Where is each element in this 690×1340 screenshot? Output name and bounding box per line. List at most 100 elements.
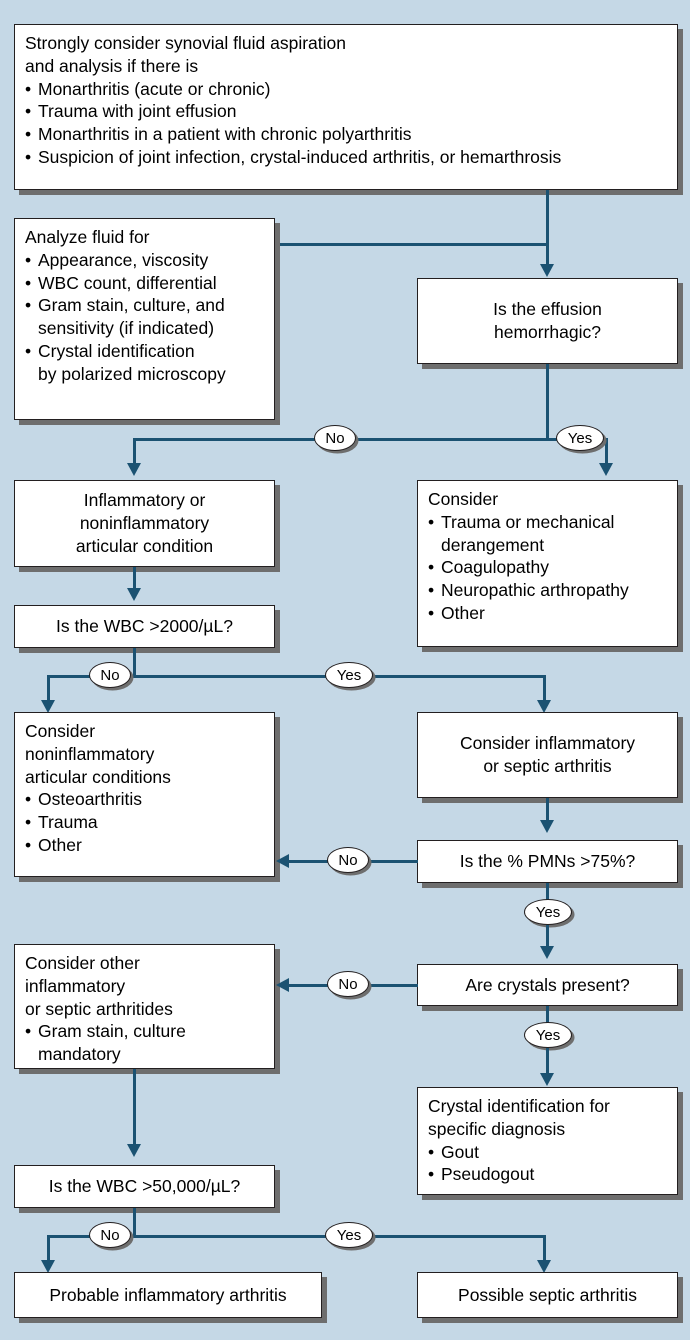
- consider-septic-line-2: or septic arthritis: [483, 756, 612, 776]
- list-item: Appearance, viscosity: [25, 249, 264, 272]
- node-wbc-50000-question: Is the WBC >50,000/µL?: [14, 1165, 275, 1208]
- node-articular-condition: Inflammatory or noninflammatory articula…: [14, 480, 275, 567]
- list-item: WBC count, differential: [25, 272, 264, 295]
- analyze-fluid-bullet-list: Appearance, viscosity WBC count, differe…: [25, 249, 264, 386]
- connector-pmn-yes-down-lower: [546, 925, 549, 948]
- arrow-down-icon: [41, 1260, 55, 1273]
- connector-other-to-wbc50000: [133, 1069, 136, 1146]
- arrow-left-icon: [276, 854, 289, 868]
- consider-noninflammatory-line-3: articular conditions: [25, 766, 171, 787]
- wbc-50000-question-text: Is the WBC >50,000/µL?: [48, 1176, 241, 1197]
- possible-septic-text: Possible septic arthritis: [458, 1284, 637, 1305]
- node-possible-septic: Possible septic arthritis: [417, 1272, 678, 1318]
- node-crystals-question: Are crystals present?: [417, 964, 678, 1006]
- connector-analyze-to-junction: [274, 243, 548, 246]
- consider-other-line-2: inflammatory: [25, 975, 126, 996]
- connector-wbc2000-yes-down: [543, 675, 546, 703]
- aspiration-heading-line-2: and analysis if there is: [25, 55, 199, 76]
- connector-effusion-yes-down: [605, 438, 608, 466]
- connector-effusion-down: [546, 364, 549, 439]
- arrow-down-icon: [540, 264, 554, 277]
- crystal-identification-line-2: specific diagnosis: [428, 1118, 566, 1139]
- arrow-down-icon: [127, 588, 141, 601]
- consider-noninflammatory-line-2: noninflammatory: [25, 743, 155, 764]
- connector-septic-to-pmn: [546, 798, 549, 823]
- arrow-down-icon: [540, 1073, 554, 1086]
- decision-label-wbc2000-no: No: [89, 662, 131, 688]
- connector-crystals-yes-down-upper: [546, 1006, 549, 1023]
- arrow-down-icon: [127, 1144, 141, 1157]
- connector-crystals-yes-down-lower: [546, 1048, 549, 1075]
- list-item: Gram stain, culture: [25, 1020, 264, 1043]
- decision-label-wbc2000-yes: Yes: [325, 662, 373, 688]
- consider-noninflammatory-bullet-list: Osteoarthritis Trauma Other: [25, 788, 264, 856]
- node-aspiration: Strongly consider synovial fluid aspirat…: [14, 24, 678, 190]
- node-consider-hemorrhagic: Consider Trauma or mechanical derangemen…: [417, 480, 678, 647]
- node-consider-other: Consider other inflammatory or septic ar…: [14, 944, 275, 1069]
- connector-wbc2000-no-down: [47, 675, 50, 703]
- list-item: Osteoarthritis: [25, 788, 264, 811]
- consider-hemorrhagic-bullet-list: Trauma or mechanical derangement Coagulo…: [428, 511, 667, 625]
- decision-label-effusion-yes: Yes: [556, 425, 604, 451]
- arrow-down-icon: [599, 463, 613, 476]
- arrow-left-icon: [276, 978, 289, 992]
- arrow-down-icon: [537, 700, 551, 713]
- arrow-down-icon: [540, 946, 554, 959]
- arrow-down-icon: [41, 700, 55, 713]
- list-item: Other: [428, 602, 667, 625]
- arrow-down-icon: [537, 1260, 551, 1273]
- node-crystal-identification: Crystal identification for specific diag…: [417, 1087, 678, 1195]
- node-wbc-2000-question: Is the WBC >2000/µL?: [14, 605, 275, 648]
- effusion-question-line-1: Is the effusion: [493, 299, 602, 320]
- list-item-continuation: derangement: [441, 534, 545, 555]
- list-item-continuation: by polarized microscopy: [38, 363, 226, 384]
- aspiration-bullet-list: Monarthritis (acute or chronic) Trauma w…: [25, 78, 667, 169]
- analyze-fluid-heading: Analyze fluid for: [25, 227, 150, 247]
- list-item: Crystal identification: [25, 340, 264, 363]
- aspiration-heading-line-1: Strongly consider synovial fluid aspirat…: [25, 33, 346, 53]
- consider-other-line-3: or septic arthritides: [25, 998, 173, 1019]
- connector-aspiration-down: [546, 190, 549, 246]
- decision-label-wbc50000-no: No: [89, 1222, 131, 1248]
- crystals-question-text: Are crystals present?: [465, 974, 630, 995]
- decision-label-effusion-no: No: [314, 425, 356, 451]
- list-item: Neuropathic arthropathy: [428, 579, 667, 602]
- connector-wbc2000-branch: [47, 675, 546, 678]
- connector-wbc2000-down: [133, 648, 136, 678]
- decision-label-pmn-yes: Yes: [524, 899, 572, 925]
- node-effusion-question: Is the effusion hemorrhagic?: [417, 278, 678, 364]
- node-consider-noninflammatory: Consider noninflammatory articular condi…: [14, 712, 275, 877]
- list-item: Monarthritis in a patient with chronic p…: [25, 123, 667, 146]
- list-item: Suspicion of joint infection, crystal-in…: [25, 146, 667, 169]
- node-pmn-question: Is the % PMNs >75%?: [417, 840, 678, 883]
- list-item: Other: [25, 834, 264, 857]
- connector-articular-to-wbc2000: [133, 567, 136, 590]
- crystal-identification-bullet-list: Gout Pseudogout: [428, 1141, 667, 1187]
- crystal-identification-line-1: Crystal identification for: [428, 1096, 610, 1116]
- consider-other-bullet-list: Gram stain, culture mandatory: [25, 1020, 264, 1066]
- consider-septic-line-1: Consider inflammatory: [459, 733, 636, 754]
- decision-label-wbc50000-yes: Yes: [325, 1222, 373, 1248]
- list-item-continuation: sensitivity (if indicated): [38, 318, 215, 338]
- list-item-continuation: mandatory: [38, 1044, 121, 1064]
- node-analyze-fluid: Analyze fluid for Appearance, viscosity …: [14, 218, 275, 420]
- connector-wbc50000-branch: [47, 1235, 546, 1238]
- list-item: Trauma with joint effusion: [25, 100, 667, 123]
- list-item: Gram stain, culture, and: [25, 294, 264, 317]
- articular-condition-line-3: articular condition: [75, 535, 214, 556]
- articular-condition-line-2: noninflammatory: [79, 513, 210, 534]
- connector-wbc50000-down: [133, 1208, 136, 1238]
- list-item: Coagulopathy: [428, 556, 667, 579]
- arrow-down-icon: [127, 463, 141, 476]
- node-consider-septic: Consider inflammatory or septic arthriti…: [417, 712, 678, 798]
- probable-inflammatory-text: Probable inflammatory arthritis: [49, 1284, 287, 1305]
- connector-wbc50000-no-down: [47, 1235, 50, 1263]
- wbc-2000-question-text: Is the WBC >2000/µL?: [56, 616, 233, 637]
- node-probable-inflammatory: Probable inflammatory arthritis: [14, 1272, 322, 1318]
- connector-effusion-no-down: [133, 438, 136, 466]
- effusion-question-line-2: hemorrhagic?: [494, 322, 601, 342]
- decision-label-crystals-yes: Yes: [524, 1022, 572, 1048]
- consider-noninflammatory-line-1: Consider: [25, 721, 96, 741]
- list-item: Gout: [428, 1141, 667, 1164]
